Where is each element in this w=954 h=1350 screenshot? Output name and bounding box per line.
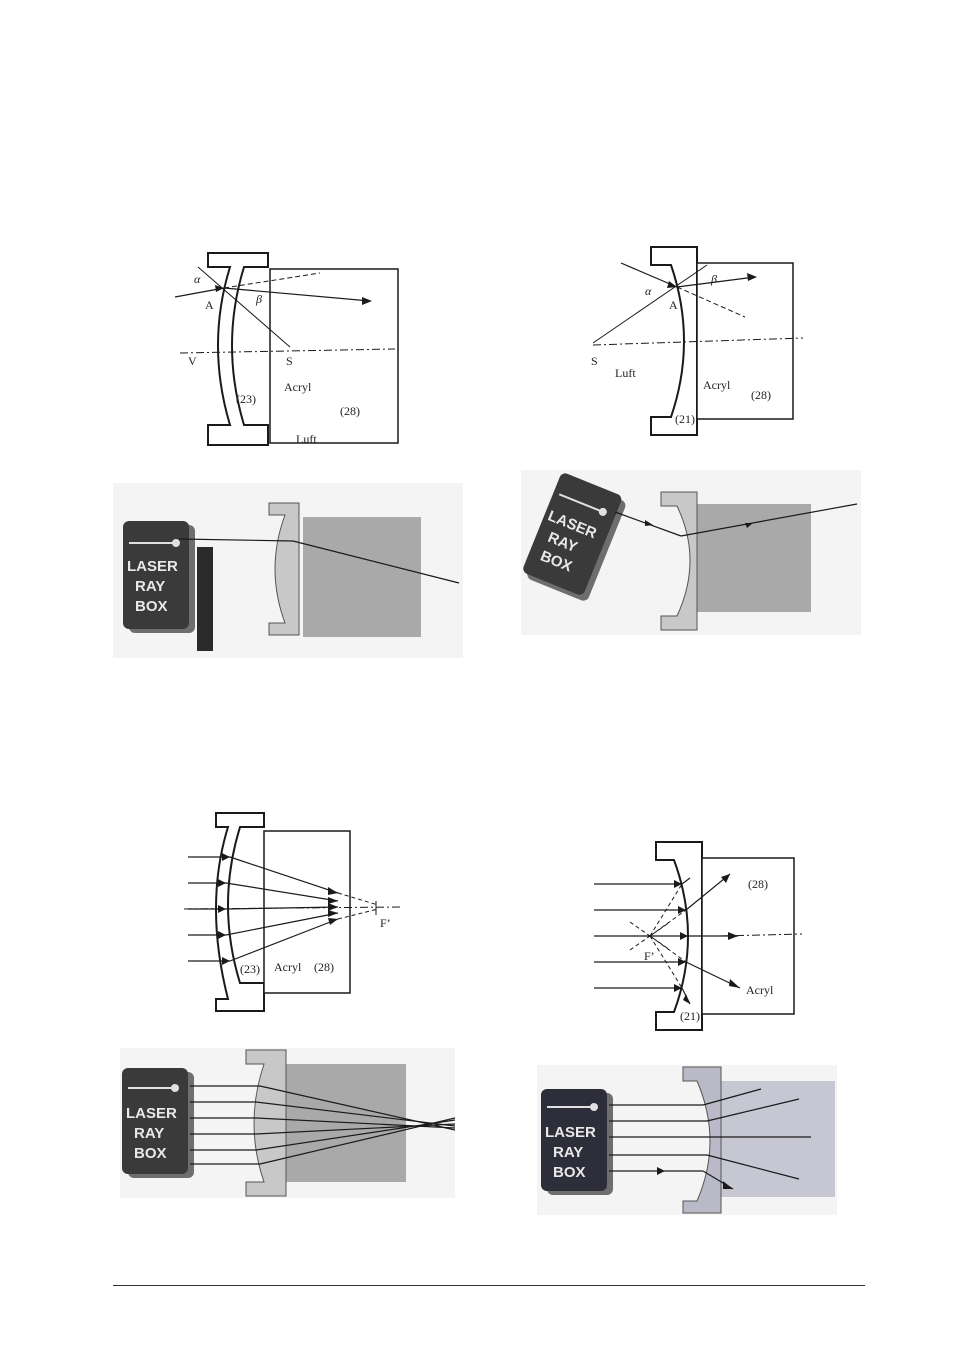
illustration-laser-concave-parallel-rays: LASER RAY BOX <box>120 1048 455 1198</box>
label-acryl: Acryl <box>746 983 774 997</box>
laser-box-line1: LASER <box>545 1124 596 1141</box>
label-point-s: S <box>591 354 598 368</box>
label-alpha: α <box>194 272 201 286</box>
illustration-laser-concave-single-ray: LASER RAY BOX <box>113 483 463 658</box>
label-acryl: Acryl <box>274 960 302 974</box>
label-focal-point: F’ <box>644 949 655 963</box>
diagram-convex-parallel-rays-lens21: F’ (28) Acryl (21) <box>590 838 810 1033</box>
label-acryl: Acryl <box>703 378 731 392</box>
label-luft: Luft <box>296 432 317 446</box>
laser-ray-box: LASER RAY BOX <box>123 521 195 633</box>
lens-21-outline <box>651 247 697 435</box>
laser-box-line2: RAY <box>135 578 165 595</box>
label-alpha: α <box>645 284 652 298</box>
illustration-laser-convex-parallel-rays: LASER RAY BOX <box>537 1065 837 1215</box>
label-block-28: (28) <box>340 404 360 418</box>
incoming-parallel-rays <box>594 884 688 988</box>
lens-23-outline <box>216 813 264 1011</box>
label-block-28: (28) <box>751 388 771 402</box>
laser-box-line3: BOX <box>553 1164 586 1181</box>
label-focal-point: F’ <box>380 916 391 930</box>
label-block-28: (28) <box>314 960 334 974</box>
acrylic-block <box>697 504 811 612</box>
laser-ray-box: LASER RAY BOX <box>541 1089 613 1195</box>
acrylic-block <box>303 517 421 637</box>
label-point-a: A <box>205 298 214 312</box>
slit-plate <box>197 547 213 651</box>
illustration-laser-convex-single-ray: LASER RAY BOX <box>521 470 861 635</box>
label-luft: Luft <box>615 366 636 380</box>
diagram-concave-parallel-rays-lens23: F’ (23) Acryl (28) <box>178 805 408 1020</box>
footer-rule <box>113 1285 865 1286</box>
laser-box-line1: LASER <box>126 1105 177 1122</box>
laser-box-line1: LASER <box>127 558 178 575</box>
label-beta: β <box>710 272 717 286</box>
label-block-28: (28) <box>748 877 768 891</box>
laser-box-line2: RAY <box>553 1144 583 1161</box>
diagram-concave-single-ray-lens23: α β A V S Acryl (23) (28) Luft <box>160 245 420 455</box>
label-acryl: Acryl <box>284 380 312 394</box>
label-beta: β <box>255 292 262 306</box>
lens-23-outline <box>208 253 268 445</box>
laser-box-line2: RAY <box>134 1125 164 1142</box>
label-lens-23: (23) <box>240 962 260 976</box>
diagram-convex-single-ray-lens21: α β A S Luft Acryl (21) (28) <box>575 245 815 440</box>
label-lens-23: (23) <box>236 392 256 406</box>
label-point-s: S <box>286 354 293 368</box>
acrylic-block <box>721 1081 835 1197</box>
laser-ray-box: LASER RAY BOX <box>122 1068 194 1178</box>
label-point-a: A <box>669 298 678 312</box>
laser-box-line3: BOX <box>134 1145 167 1162</box>
label-lens-21: (21) <box>675 412 695 426</box>
label-point-v: V <box>188 354 197 368</box>
label-lens-21: (21) <box>680 1009 700 1023</box>
laser-box-line3: BOX <box>135 598 168 615</box>
